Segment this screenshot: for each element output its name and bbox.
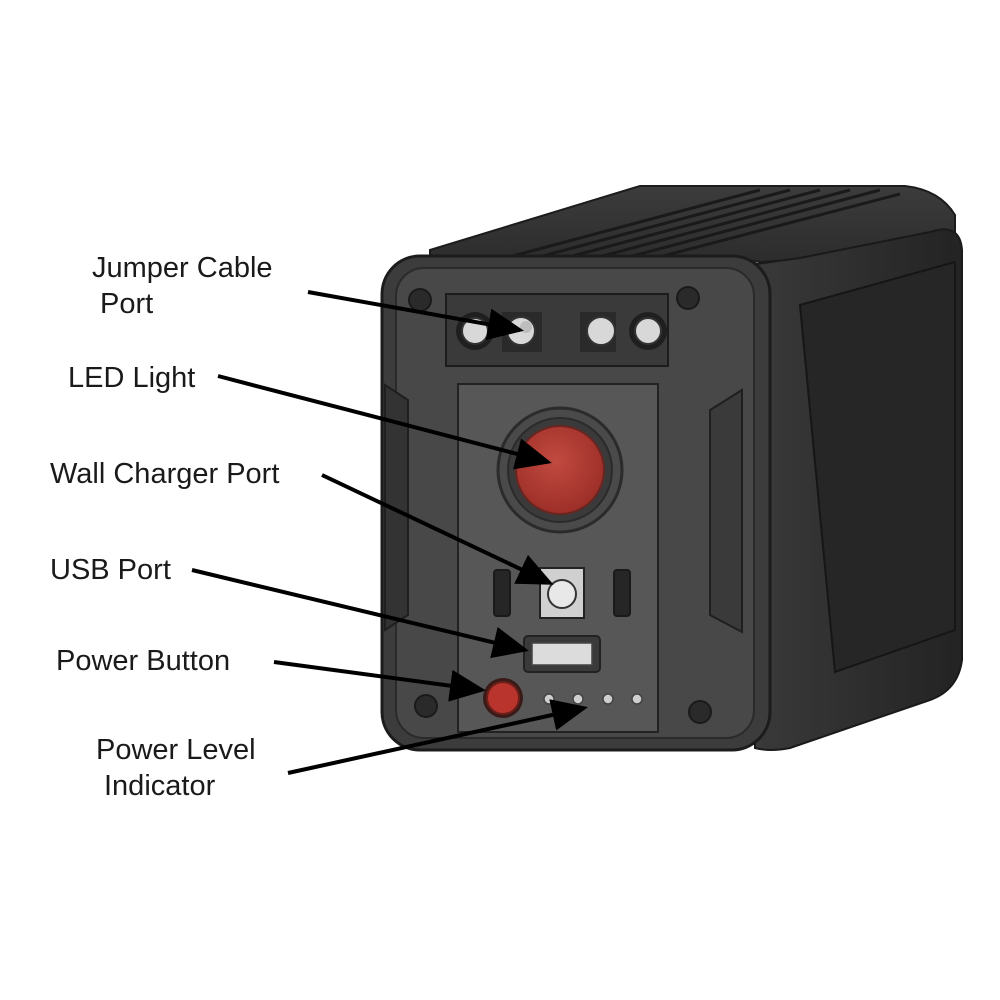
label-wall-charger-port: Wall Charger Port — [50, 456, 279, 492]
label-power-button: Power Button — [56, 643, 230, 679]
indicator-dot-icon — [602, 693, 614, 705]
left-grip — [384, 383, 409, 632]
label-power-level-indicator: Power Level Indicator — [96, 732, 256, 804]
vent-slot-right — [613, 569, 631, 617]
arrow-led-light — [217, 374, 552, 470]
callout-arrows — [191, 290, 588, 775]
label-line: USB Port — [50, 554, 171, 586]
corner-screws — [408, 286, 712, 724]
vent-slot-left — [493, 569, 511, 617]
label-line: Power Level — [96, 734, 256, 766]
top-vent-ribs — [489, 188, 901, 264]
indicator-dot-icon — [543, 693, 555, 705]
terminal-post-icon[interactable] — [580, 312, 616, 352]
label-line: Wall Charger Port — [50, 458, 280, 490]
label-jumper-cable-port: Jumper Cable Port — [92, 250, 273, 322]
right-grip — [709, 388, 743, 634]
arrow-usb — [191, 568, 529, 659]
label-usb-port: USB Port — [50, 552, 171, 588]
indicator-dot-icon — [631, 693, 643, 705]
power-button-icon[interactable] — [483, 678, 523, 718]
label-line: Power Button — [56, 645, 231, 677]
arrow-power-level — [287, 699, 588, 775]
indicator-dot-icon — [572, 693, 584, 705]
label-line: LED Light — [68, 362, 196, 394]
label-line: Jumper Cable — [92, 252, 273, 284]
arrow-power-button — [273, 660, 486, 702]
label-line: Indicator — [104, 770, 216, 802]
side-panel — [798, 260, 956, 674]
label-led-light: LED Light — [68, 360, 195, 396]
barrel-jack-icon[interactable] — [539, 567, 585, 619]
arrow-wall-charger — [321, 473, 554, 585]
terminal-post-icon[interactable] — [502, 312, 542, 352]
arrow-jumper-cable — [307, 290, 524, 341]
label-line: Port — [100, 288, 154, 320]
usb-slot-icon[interactable] — [523, 635, 601, 673]
terminal-post-icon[interactable] — [629, 312, 667, 350]
led-lens-icon[interactable] — [496, 406, 624, 534]
